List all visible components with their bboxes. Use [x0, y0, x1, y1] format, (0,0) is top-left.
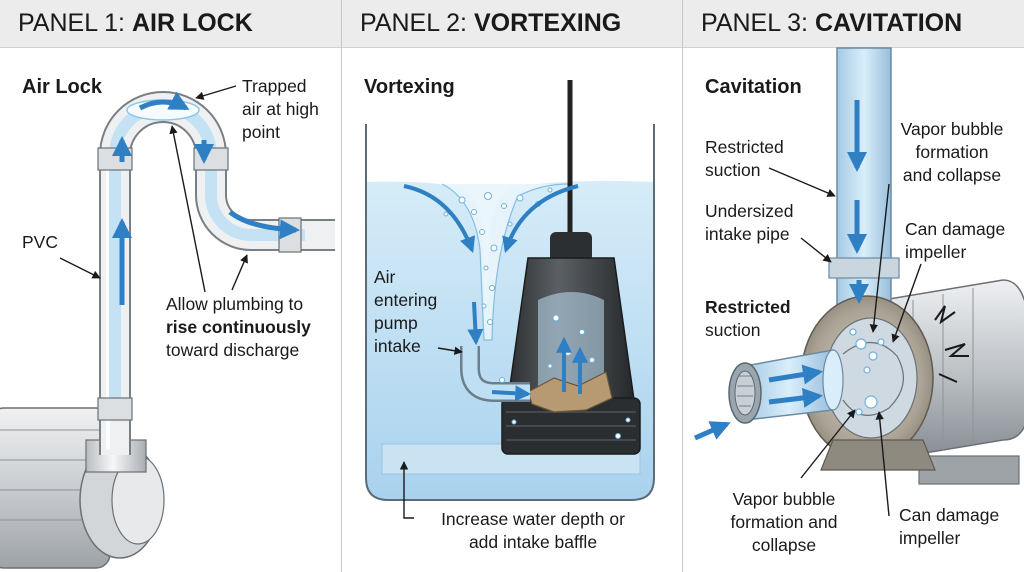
rise-continuously-label: Allow plumbing to rise continuously towa… [166, 294, 311, 360]
panel-divider-2 [682, 0, 683, 572]
cavitation-subtitle: Cavitation [705, 76, 802, 98]
vapor-bubbles [849, 328, 885, 416]
pump-casing [800, 295, 936, 471]
vortex-funnel [441, 183, 569, 341]
vortexing-illustration [365, 80, 655, 519]
cavitation-illustration [693, 47, 1024, 517]
impact-flash [934, 305, 969, 383]
panel-divider-1 [341, 0, 342, 572]
can-damage-bottom-label: Can damage impeller [899, 505, 1000, 548]
increase-depth-label: Increase water depth or add intake baffl… [441, 509, 625, 552]
pvc-label: PVC [22, 232, 58, 252]
restricted-suction-top-label: Restricted suction [705, 137, 784, 180]
flow-arrows [112, 91, 300, 305]
trapped-air-label: Trapped air at high point [242, 76, 319, 142]
panel-1-header: PANEL 1: AIR LOCK [0, 0, 341, 48]
cavitation-flow-arrows [693, 100, 869, 441]
vortex-flow-arrows [403, 184, 588, 402]
pump-housing [0, 407, 165, 569]
leader-lines [59, 85, 248, 293]
panel-vortexing: PANEL 2: VORTEXING [342, 0, 682, 572]
air-entering-label: Air entering pump intake [374, 267, 438, 356]
air-lock-illustration [0, 85, 335, 569]
panel-3-title: PANEL 3: CAVITATION [701, 9, 963, 37]
pvc-pipe [97, 91, 335, 455]
undersized-intake-label: Undersized intake pipe [705, 201, 794, 244]
panel-1-title: PANEL 1: AIR LOCK [18, 9, 253, 37]
vapor-bubble-bottom-label: Vapor bubble formation and collapse [730, 489, 838, 555]
panel-2-title: PANEL 2: VORTEXING [360, 9, 622, 37]
panel-cavitation: PANEL 3: CAVITATION [683, 0, 1024, 572]
discharge-pipe [828, 47, 900, 319]
panel-air-lock: PANEL 1: AIR LOCK [0, 0, 341, 572]
vortexing-subtitle: Vortexing [364, 76, 455, 98]
air-lock-subtitle: Air Lock [22, 76, 103, 98]
p2-leader-lines [399, 346, 463, 519]
panel-2-header: PANEL 2: VORTEXING [342, 0, 682, 48]
restricted-suction-label: Restricted suction [705, 297, 791, 340]
can-damage-top-label: Can damage impeller [905, 219, 1006, 262]
vapor-bubble-top-label: Vapor bubble formation and collapse [900, 119, 1004, 185]
p3-leader-lines [768, 167, 922, 517]
